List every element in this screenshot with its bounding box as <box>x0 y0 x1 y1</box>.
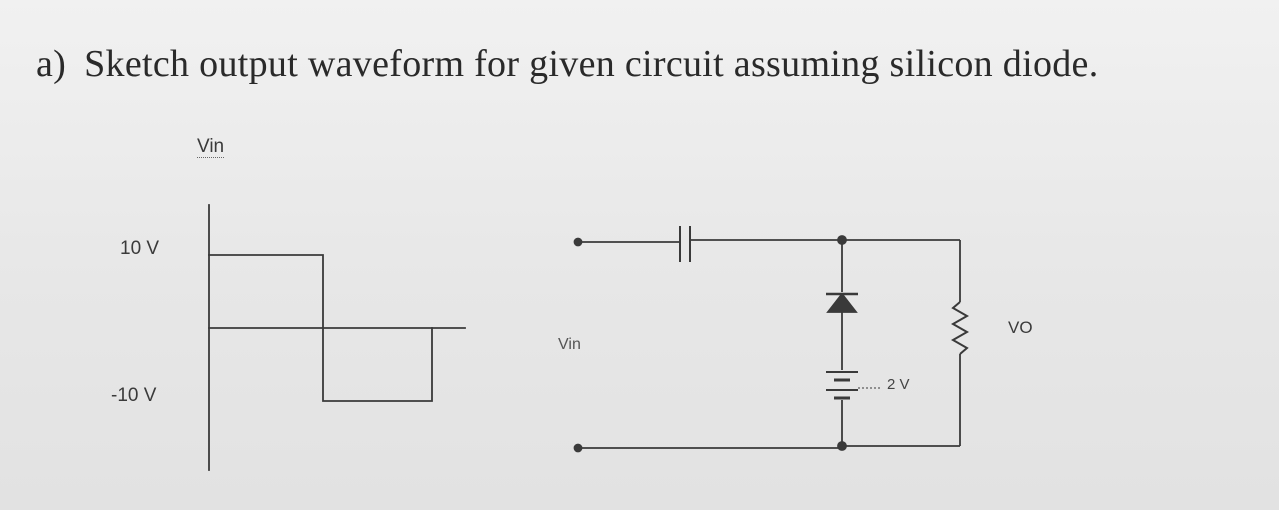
waveform-title: Vin <box>197 136 225 158</box>
waveform-negative-level-label: -10 V <box>111 385 157 406</box>
junction-top <box>837 235 847 245</box>
battery <box>826 371 882 400</box>
circuit-output-label: VO <box>1008 318 1033 337</box>
battery-voltage-label: 2 V <box>887 376 910 393</box>
resistor <box>950 301 970 355</box>
input-terminal-top <box>573 237 583 247</box>
junction-bottom <box>837 441 847 451</box>
clamper-circuit <box>573 226 970 453</box>
question-label: a) <box>36 43 67 85</box>
input-terminal-bottom <box>573 443 583 453</box>
square-wave-trace <box>208 254 433 402</box>
input-waveform <box>208 204 466 471</box>
waveform-positive-level-label: 10 V <box>120 238 160 259</box>
question-line: a) Sketch output waveform for given circu… <box>36 42 1099 86</box>
circuit-input-label: Vin <box>558 336 581 353</box>
diode <box>826 292 858 313</box>
question-text: Sketch output waveform for given circuit… <box>84 43 1099 85</box>
capacitor <box>679 226 691 262</box>
